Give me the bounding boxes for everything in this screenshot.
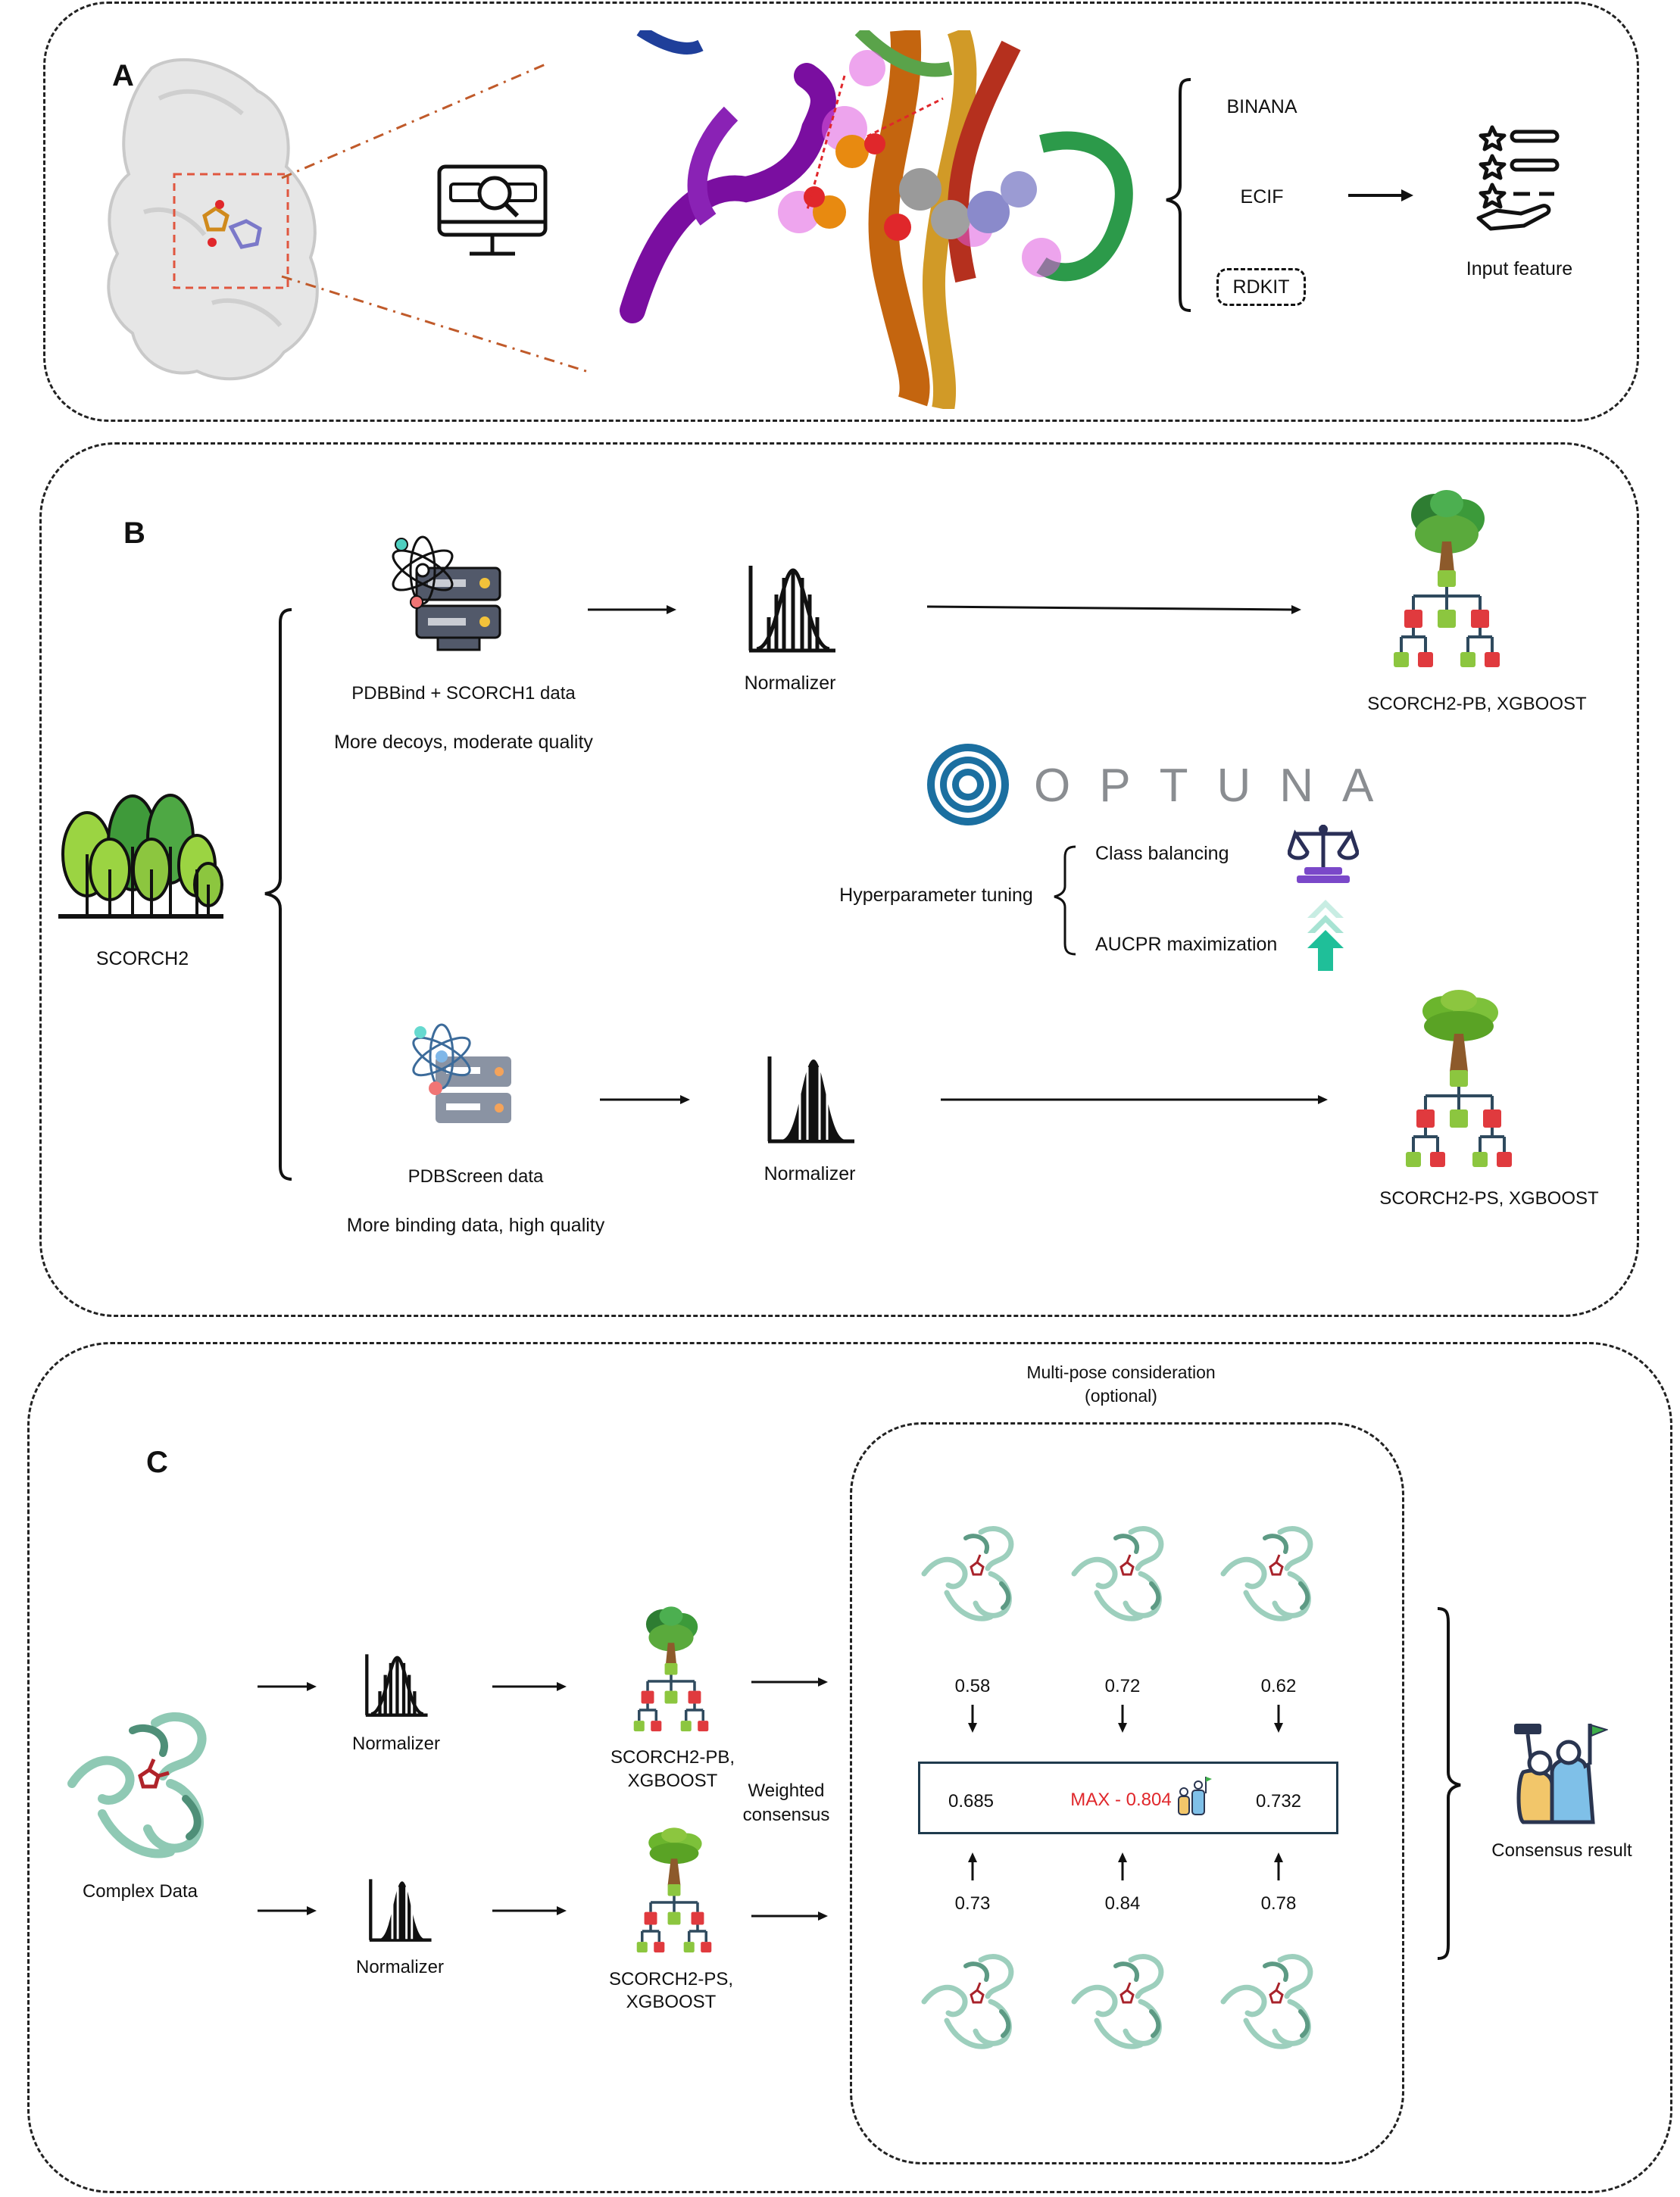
weighted-consensus-line2: consensus xyxy=(742,1805,830,1825)
box-score-max: MAX - 0.804 xyxy=(1070,1790,1172,1810)
model-c-ps-line2: XGBOOST xyxy=(626,1992,717,2012)
feature-ecif: ECIF xyxy=(1240,186,1284,208)
consensus-result-label: Consensus result xyxy=(1491,1840,1632,1861)
forest-icon xyxy=(58,794,223,919)
hyper-label: Hyperparameter tuning xyxy=(839,885,1033,906)
pose-thumb-top-3 xyxy=(1216,1517,1329,1631)
input-feature-icon xyxy=(1476,125,1560,231)
normalizer-icon-ps xyxy=(767,1056,854,1144)
normalizer-icon-c-pb xyxy=(365,1654,428,1717)
pdbscreen-desc: More binding data, high quality xyxy=(346,1215,605,1236)
score-bottom-1: 0.73 xyxy=(954,1893,991,1914)
multipose-frame xyxy=(850,1422,1404,2164)
balance-scale-icon xyxy=(1288,825,1359,883)
consensus-score-box xyxy=(918,1762,1338,1834)
panel-c-letter: C xyxy=(146,1446,168,1479)
panel-c-frame xyxy=(27,1342,1672,2193)
model-ps-label: SCORCH2-PS, XGBOOST xyxy=(1379,1188,1599,1209)
pose-thumb-top-2 xyxy=(1066,1517,1180,1631)
normalizer-icon-pb xyxy=(748,566,835,653)
protein-ligand-complex-image xyxy=(620,30,1133,409)
input-feature-label: Input feature xyxy=(1466,258,1573,279)
xgboost-tree-icon-c-ps xyxy=(636,1827,712,1953)
pose-thumb-bottom-3 xyxy=(1216,1945,1329,2058)
feature-rdkit-box xyxy=(1216,268,1306,306)
computer-search-icon xyxy=(437,164,548,256)
box-score-left: 0.685 xyxy=(948,1791,995,1812)
complex-protein-icon xyxy=(67,1712,207,1858)
normalizer-label-ps: Normalizer xyxy=(763,1163,856,1184)
normalizer-label-c-pb: Normalizer xyxy=(351,1734,441,1754)
panel-b-letter: B xyxy=(123,516,145,550)
score-bottom-2: 0.84 xyxy=(1104,1893,1141,1914)
scorch2-label: SCORCH2 xyxy=(95,948,189,969)
server-atom-icon-pdbbind xyxy=(392,535,501,651)
class-balancing-label: Class balancing xyxy=(1095,843,1229,864)
winner-icon xyxy=(1178,1777,1212,1815)
score-top-3: 0.62 xyxy=(1260,1676,1297,1696)
normalizer-label-pb: Normalizer xyxy=(744,673,836,694)
aucpr-label: AUCPR maximization xyxy=(1095,934,1278,955)
score-bottom-3: 0.78 xyxy=(1260,1893,1297,1914)
pdbscreen-title: PDBScreen data xyxy=(408,1166,544,1187)
xgboost-tree-icon-pb xyxy=(1394,490,1500,667)
complex-data-label: Complex Data xyxy=(82,1881,198,1902)
model-c-ps-line1: SCORCH2-PS, xyxy=(608,1969,734,1989)
feature-rdkit: RDKIT xyxy=(1232,276,1290,298)
server-atom-icon-pdbscreen xyxy=(412,1023,511,1123)
score-top-1: 0.58 xyxy=(954,1676,991,1696)
score-top-2: 0.72 xyxy=(1104,1676,1141,1696)
pose-thumb-top-1 xyxy=(917,1517,1030,1631)
model-c-pb-line2: XGBOOST xyxy=(627,1771,718,1791)
normalizer-icon-c-ps xyxy=(369,1879,432,1942)
optuna-wordmark: OPTUNA xyxy=(1034,760,1403,812)
consensus-result-icon xyxy=(1514,1724,1608,1824)
weighted-consensus-line1: Weighted xyxy=(748,1780,825,1801)
up-arrow-icon xyxy=(1307,900,1344,971)
pdbbind-title: PDBBind + SCORCH1 data xyxy=(351,683,576,704)
multipose-line1: Multi-pose consideration xyxy=(1026,1362,1216,1382)
normalizer-label-c-ps: Normalizer xyxy=(355,1957,445,1977)
pdbbind-desc: More decoys, moderate quality xyxy=(334,732,593,753)
box-score-right: 0.732 xyxy=(1255,1791,1302,1812)
xgboost-tree-icon-ps xyxy=(1406,990,1512,1167)
model-c-pb-line1: SCORCH2-PB, xyxy=(610,1747,735,1768)
optuna-logo-icon xyxy=(927,744,1009,825)
feature-binana: BINANA xyxy=(1226,96,1297,117)
panel-a-letter: A xyxy=(112,59,134,92)
model-pb-label: SCORCH2-PB, XGBOOST xyxy=(1367,694,1587,714)
xgboost-tree-icon-c-pb xyxy=(633,1606,709,1732)
pose-thumb-bottom-1 xyxy=(917,1945,1030,2058)
panel-a-frame xyxy=(43,2,1639,422)
protein-surface-icon xyxy=(107,58,319,381)
panel-b-frame xyxy=(39,442,1639,1317)
multipose-line2: (optional) xyxy=(1085,1386,1157,1406)
pose-thumb-bottom-2 xyxy=(1066,1945,1180,2058)
